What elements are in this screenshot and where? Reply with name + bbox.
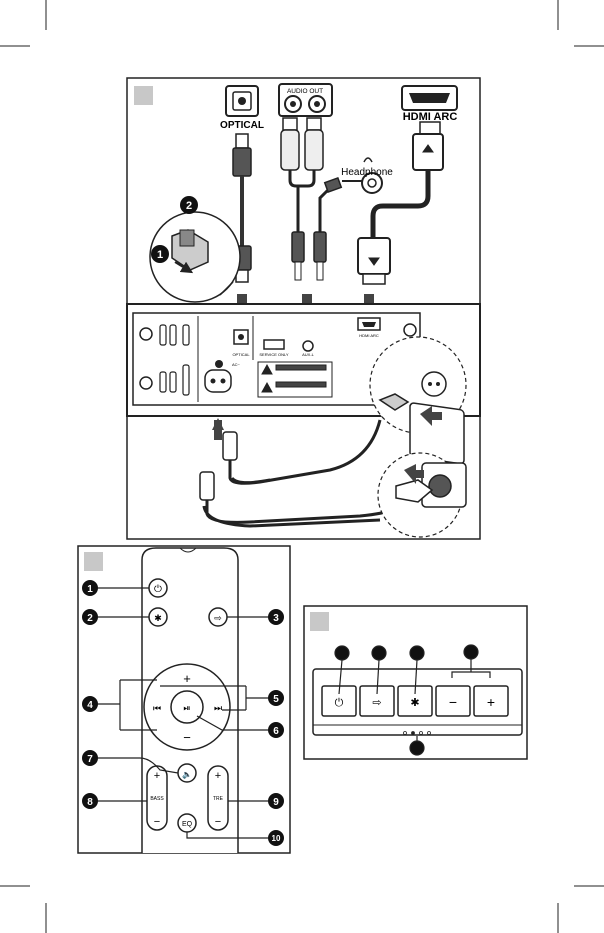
svg-text:1: 1	[157, 249, 163, 261]
svg-text:TRE: TRE	[213, 796, 224, 802]
svg-text:8: 8	[87, 797, 93, 808]
top-buttons-panel: ⏻ ⇨ ✱ − +	[304, 606, 527, 759]
remote-source-button[interactable]: ⇨	[209, 608, 227, 626]
headphone-label: Headphone	[341, 167, 393, 178]
svg-text:BASS: BASS	[150, 796, 164, 802]
svg-text:✱: ✱	[154, 613, 162, 623]
optical-label: OPTICAL	[220, 120, 264, 131]
svg-text:SERVICE ONLY: SERVICE ONLY	[259, 352, 289, 357]
svg-text:6: 6	[273, 726, 279, 737]
top-vol-plus-button[interactable]: +	[474, 686, 508, 716]
remote-nav-ring[interactable]: + − ⏮ ⏭ ⏯	[144, 664, 230, 750]
svg-text:3: 3	[273, 613, 279, 624]
svg-text:+: +	[215, 770, 221, 782]
svg-text:+: +	[154, 770, 160, 782]
remote-treble-rocker[interactable]: + TRE −	[208, 766, 228, 830]
remote-bass-rocker[interactable]: + BASS −	[147, 766, 167, 830]
svg-text:⇨: ⇨	[214, 613, 222, 623]
svg-text:2: 2	[87, 613, 93, 624]
svg-text:⏻: ⏻	[335, 697, 344, 709]
svg-text:AC~: AC~	[232, 362, 241, 367]
svg-text:+: +	[487, 694, 495, 710]
remote-panel: ⏻ ✱ ⇨ + − ⏮ ⏭ ⏯ 🔈 EQ +	[78, 546, 290, 853]
prev-icon: ⏮	[153, 703, 161, 713]
optical-socket	[226, 86, 258, 116]
svg-text:EQ: EQ	[182, 821, 193, 828]
top-vol-minus-button[interactable]: −	[436, 686, 470, 716]
svg-text:1: 1	[87, 584, 93, 595]
hdmi-socket	[402, 86, 457, 110]
svg-text:⇨: ⇨	[372, 697, 381, 709]
play-pause-icon: ⏯	[183, 703, 190, 713]
svg-text:✱: ✱	[410, 697, 419, 709]
remote-bluetooth-button[interactable]: ✱	[149, 608, 167, 626]
remote-power-button[interactable]: ⏻	[149, 579, 167, 597]
svg-text:−: −	[215, 816, 221, 828]
vol-plus-label: +	[183, 671, 191, 686]
next-icon: ⏭	[214, 703, 222, 713]
vol-minus-label: −	[183, 730, 191, 745]
svg-text:HDMI ARC: HDMI ARC	[359, 333, 379, 338]
svg-text:−: −	[449, 694, 457, 710]
svg-text:5: 5	[273, 694, 279, 705]
svg-text:2: 2	[186, 200, 192, 212]
svg-text:AUX-L: AUX-L	[302, 352, 315, 357]
connection-panel: OPTICAL AUDIO OUT HDMI ARC	[127, 78, 480, 539]
svg-text:9: 9	[273, 797, 279, 808]
svg-text:7: 7	[87, 754, 93, 765]
svg-text:−: −	[154, 816, 160, 828]
svg-text:OPTICAL: OPTICAL	[232, 352, 250, 357]
svg-text:4: 4	[87, 700, 93, 711]
svg-text:⏻: ⏻	[154, 584, 162, 595]
mute-icon: 🔈	[182, 770, 192, 779]
remote-mute-button[interactable]: 🔈	[178, 764, 196, 782]
hdmi-arc-label: HDMI ARC	[403, 111, 458, 123]
audio-out-label: AUDIO OUT	[287, 88, 323, 95]
svg-text:10: 10	[272, 834, 281, 843]
remote-eq-button[interactable]: EQ	[178, 814, 196, 832]
